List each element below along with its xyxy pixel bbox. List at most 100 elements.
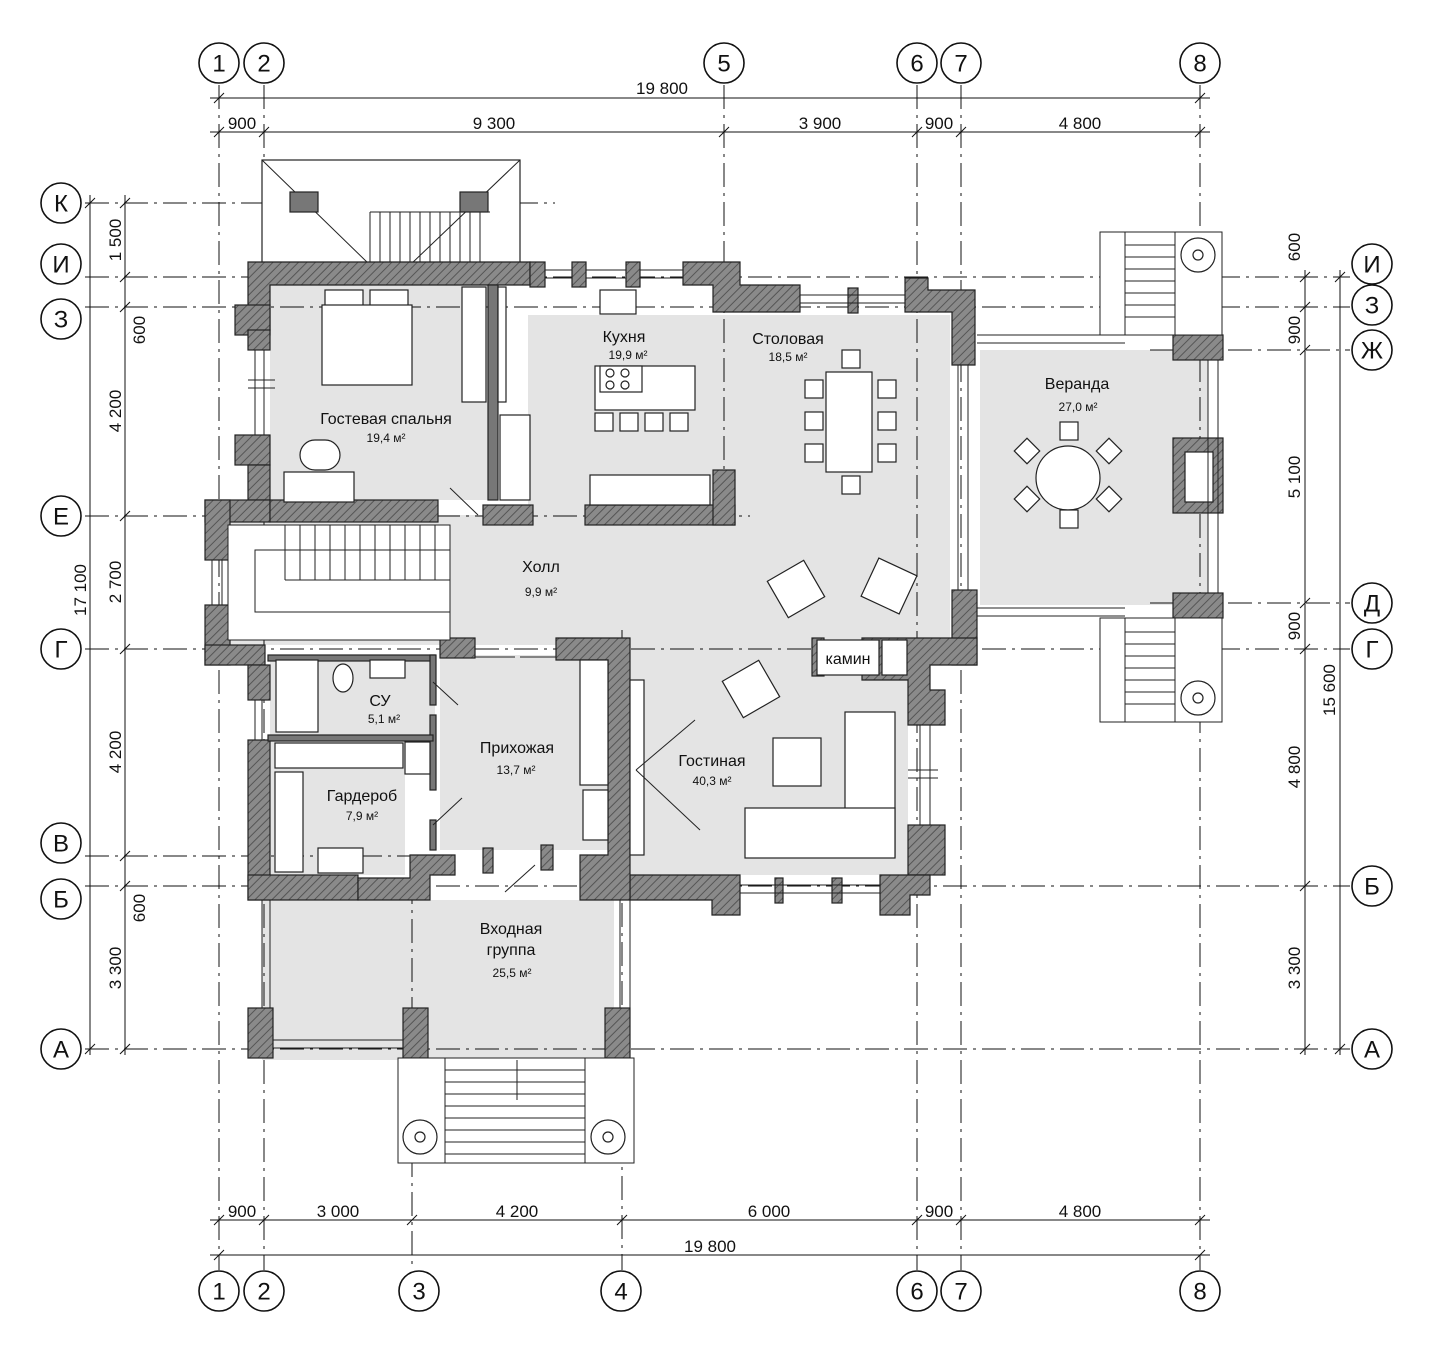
svg-text:Е: Е [53, 504, 69, 531]
axis-bubble-right: А [1351, 1028, 1393, 1070]
room-entrance-name-line1: Входная [480, 921, 543, 938]
room-wc-area: 5,1 м² [368, 712, 400, 726]
room-hall-area: 9,9 м² [525, 585, 557, 599]
room-guest-area: 19,4 м² [367, 431, 406, 445]
dim-right-1: 600 [1285, 233, 1304, 261]
dim-left-6: 600 [130, 894, 149, 922]
axis-bubble-bottom: 1 [198, 1270, 240, 1312]
dimension-lines [89, 97, 1341, 1256]
axis-bubble-left: Г [40, 628, 82, 670]
svg-text:3: 3 [412, 1279, 425, 1306]
room-living-name: Гостиная [678, 753, 745, 770]
svg-text:В: В [53, 831, 69, 858]
dim-top-1: 900 [228, 114, 256, 133]
dim-bottom-1: 900 [228, 1202, 256, 1221]
room-dining-area: 18,5 м² [769, 350, 808, 364]
dim-top-5: 4 800 [1059, 114, 1102, 133]
windows [211, 269, 1219, 1049]
svg-text:Ж: Ж [1361, 338, 1383, 365]
svg-text:З: З [1365, 293, 1380, 320]
axis-bubble-top: 2 [243, 42, 285, 84]
axis-bubble-bottom: 3 [398, 1270, 440, 1312]
dim-right-6: 3 300 [1285, 947, 1304, 990]
svg-text:1: 1 [212, 51, 225, 78]
svg-text:Б: Б [53, 887, 69, 914]
north-stair [261, 159, 521, 266]
svg-text:7: 7 [954, 51, 967, 78]
svg-text:Д: Д [1364, 591, 1380, 618]
room-guest-name: Гостевая спальня [320, 411, 452, 428]
axis-bubble-right: Г [1351, 628, 1393, 670]
room-entrance-name-line2: группа [487, 942, 536, 959]
axis-bubble-left: К [40, 182, 82, 224]
axis-bubble-right: Ж [1351, 329, 1393, 371]
svg-text:И: И [1363, 252, 1380, 279]
axis-bubble-left: Б [40, 878, 82, 920]
room-kitchen-area: 19,9 м² [609, 348, 648, 362]
dim-left-3: 4 200 [106, 390, 125, 433]
dim-bottom-3: 4 200 [496, 1202, 539, 1221]
dim-bottom-4: 6 000 [748, 1202, 791, 1221]
dim-right-total: 15 600 [1320, 664, 1339, 716]
axis-bubble-top: 8 [1179, 42, 1221, 84]
dim-right-2: 900 [1285, 316, 1304, 344]
dim-left-5: 4 200 [106, 731, 125, 774]
room-wardrobe-area: 7,9 м² [346, 809, 378, 823]
axis-bubble-top: 5 [703, 42, 745, 84]
room-living-area: 40,3 м² [693, 774, 732, 788]
svg-text:8: 8 [1193, 51, 1206, 78]
walls [204, 261, 1224, 1059]
svg-text:Г: Г [55, 637, 68, 664]
dim-left-7: 3 300 [106, 947, 125, 990]
svg-text:2: 2 [257, 51, 270, 78]
svg-text:Г: Г [1366, 637, 1379, 664]
dim-top-2: 9 300 [473, 114, 516, 133]
dimension-ticks [84, 92, 1346, 1261]
dim-right-4: 900 [1285, 612, 1304, 640]
dim-left-1: 1 500 [106, 219, 125, 262]
svg-text:З: З [54, 307, 69, 334]
axis-bubble-left: З [40, 298, 82, 340]
axis-bubble-right: И [1351, 243, 1393, 285]
dim-right-5: 4 800 [1285, 746, 1304, 789]
fireplace-label: камин [825, 651, 870, 668]
axis-bubble-bottom: 2 [243, 1270, 285, 1312]
room-kitchen-name: Кухня [603, 329, 646, 346]
room-veranda-area: 27,0 м² [1059, 400, 1098, 414]
svg-text:А: А [53, 1037, 69, 1064]
stairs [227, 231, 1223, 1164]
axis-bubble-left: В [40, 822, 82, 864]
axis-bubble-left: И [40, 243, 82, 285]
axis-bubble-bottom: 6 [896, 1270, 938, 1312]
axis-bubble-left: А [40, 1028, 82, 1070]
dim-left-2: 600 [130, 316, 149, 344]
svg-text:К: К [54, 191, 68, 218]
dim-left-4: 2 700 [106, 561, 125, 604]
svg-text:6: 6 [910, 51, 923, 78]
axis-bubble-bottom: 4 [600, 1270, 642, 1312]
svg-text:Б: Б [1364, 874, 1380, 901]
room-hall-name: Холл [522, 559, 560, 576]
axis-bubble-right: Б [1351, 865, 1393, 907]
room-hallway-name: Прихожая [480, 740, 554, 757]
dim-bottom-5: 900 [925, 1202, 953, 1221]
doors [432, 487, 701, 893]
room-dining-name: Столовая [752, 331, 824, 348]
svg-text:8: 8 [1193, 1279, 1206, 1306]
dim-right-3: 5 100 [1285, 456, 1304, 499]
dim-bottom-2: 3 000 [317, 1202, 360, 1221]
svg-text:1: 1 [212, 1279, 225, 1306]
svg-text:7: 7 [954, 1279, 967, 1306]
room-veranda-name: Веранда [1045, 376, 1110, 393]
dim-top-3: 3 900 [799, 114, 842, 133]
furniture [274, 286, 1123, 874]
room-wc-name: СУ [369, 693, 391, 710]
dim-top-total: 19 800 [636, 79, 688, 98]
axis-bubble-bottom: 7 [940, 1270, 982, 1312]
axis-bubbles-right: И З Ж Д Г Б А [1351, 243, 1393, 1070]
axis-bubble-top: 7 [940, 42, 982, 84]
svg-text:2: 2 [257, 1279, 270, 1306]
dim-left-total: 17 100 [71, 564, 90, 616]
axis-bubble-right: Д [1351, 582, 1393, 624]
